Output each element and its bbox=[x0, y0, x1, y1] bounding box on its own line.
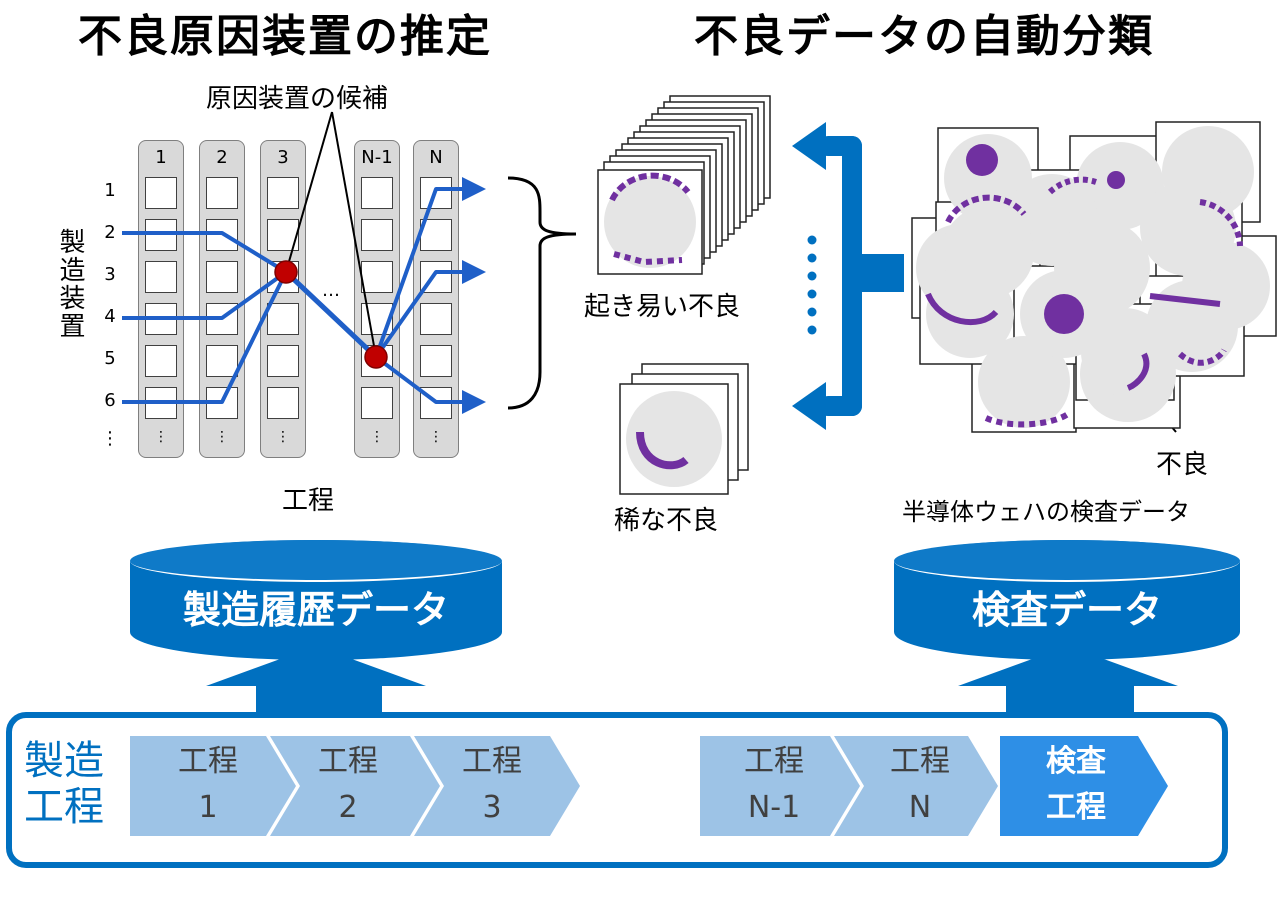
equipment-cell bbox=[361, 177, 393, 209]
defect-label: 不良 bbox=[1156, 450, 1209, 480]
column-dots: ⋮ bbox=[215, 429, 229, 445]
equipment-cell bbox=[145, 345, 177, 377]
path-line bbox=[284, 270, 378, 359]
column-header: 3 bbox=[277, 147, 289, 168]
process-column: 2 ⋮ bbox=[199, 140, 245, 458]
inspection-database: 検査データ bbox=[894, 540, 1240, 660]
process-step-n-1: 工程 N-1 bbox=[744, 744, 804, 825]
history-database: 製造履歴データ bbox=[130, 540, 502, 660]
column-dots: ⋮ bbox=[429, 429, 443, 445]
equipment-cell bbox=[267, 387, 299, 419]
candidate-node bbox=[274, 260, 298, 284]
row-label: 4 bbox=[104, 306, 116, 327]
inspection-caption: 半導体ウェハの検査データ bbox=[902, 498, 1190, 526]
column-header: N-1 bbox=[361, 147, 393, 168]
process-axis-label: 工程 bbox=[282, 486, 335, 516]
process-step-n: 工程 N bbox=[890, 744, 950, 825]
process-step-chevron bbox=[414, 736, 580, 836]
process-step-chevron bbox=[130, 736, 296, 836]
path-line bbox=[122, 231, 288, 274]
title-left: 不良原因装置の推定 bbox=[78, 11, 492, 62]
title-right: 不良データの自動分類 bbox=[694, 11, 1154, 62]
frequent-defect-stack bbox=[597, 95, 771, 275]
equipment-cell bbox=[145, 261, 177, 293]
column-dots: ⋮ bbox=[276, 429, 290, 445]
inspection-step-chevron bbox=[1000, 736, 1168, 836]
process-step-1: 工程 1 bbox=[178, 744, 238, 825]
equipment-cell bbox=[361, 219, 393, 251]
rare-defect-stack bbox=[619, 363, 749, 495]
grouping-brace bbox=[507, 176, 577, 410]
equipment-cell bbox=[206, 345, 238, 377]
process-step-chevron bbox=[834, 736, 998, 836]
equipment-cell bbox=[206, 177, 238, 209]
equipment-cell bbox=[206, 261, 238, 293]
column-header: N bbox=[429, 147, 443, 168]
path-line bbox=[122, 270, 288, 320]
process-flow-label: 製造 工程 bbox=[24, 738, 104, 830]
up-arrow-history bbox=[206, 646, 426, 722]
row-label: 1 bbox=[104, 180, 116, 201]
row-label: 2 bbox=[104, 222, 116, 243]
process-column: N-1 ⋮ bbox=[354, 140, 400, 458]
column-dots: ⋮ bbox=[370, 429, 384, 445]
up-arrow-inspection bbox=[958, 646, 1178, 722]
more-dots-icon bbox=[807, 235, 817, 335]
equipment-cell bbox=[267, 177, 299, 209]
equipment-cell bbox=[420, 303, 452, 335]
process-step-2: 工程 2 bbox=[318, 744, 378, 825]
process-step-chevron bbox=[700, 736, 860, 836]
candidate-label: 原因装置の候補 bbox=[206, 84, 389, 114]
process-step-chevron bbox=[270, 736, 440, 836]
frequent-defect-label: 起き易い不良 bbox=[584, 292, 741, 322]
process-flow-label-line1: 製造 bbox=[24, 738, 104, 784]
equipment-cell bbox=[267, 303, 299, 335]
path-line bbox=[122, 271, 288, 404]
candidate-pointer-line bbox=[331, 111, 377, 358]
column-ellipsis: … bbox=[322, 280, 340, 301]
column-dots: ⋮ bbox=[154, 429, 168, 445]
inspection-wafer-pile bbox=[911, 121, 1277, 433]
equipment-cell bbox=[267, 345, 299, 377]
path-line bbox=[374, 177, 486, 358]
path-line bbox=[374, 260, 486, 359]
candidate-node bbox=[364, 345, 388, 369]
candidate-pointer-line bbox=[285, 111, 333, 273]
row-label: ⋮ bbox=[101, 428, 119, 449]
row-label: 5 bbox=[104, 348, 116, 369]
row-label: 3 bbox=[104, 264, 116, 285]
equipment-cell bbox=[361, 387, 393, 419]
equipment-cell bbox=[145, 177, 177, 209]
process-column: 1 ⋮ bbox=[138, 140, 184, 458]
rare-defect-label: 稀な不良 bbox=[614, 506, 719, 536]
column-header: 2 bbox=[216, 147, 228, 168]
path-line bbox=[374, 355, 486, 414]
classification-arrow bbox=[792, 122, 904, 430]
equipment-axis-label: 製造装置 bbox=[55, 228, 85, 340]
process-step-3: 工程 3 bbox=[462, 744, 522, 825]
equipment-cell bbox=[420, 345, 452, 377]
process-flow-label-line2: 工程 bbox=[24, 784, 104, 830]
inspection-step: 検査 工程 bbox=[1046, 744, 1106, 825]
row-label: 6 bbox=[104, 390, 116, 411]
column-header: 1 bbox=[155, 147, 167, 168]
